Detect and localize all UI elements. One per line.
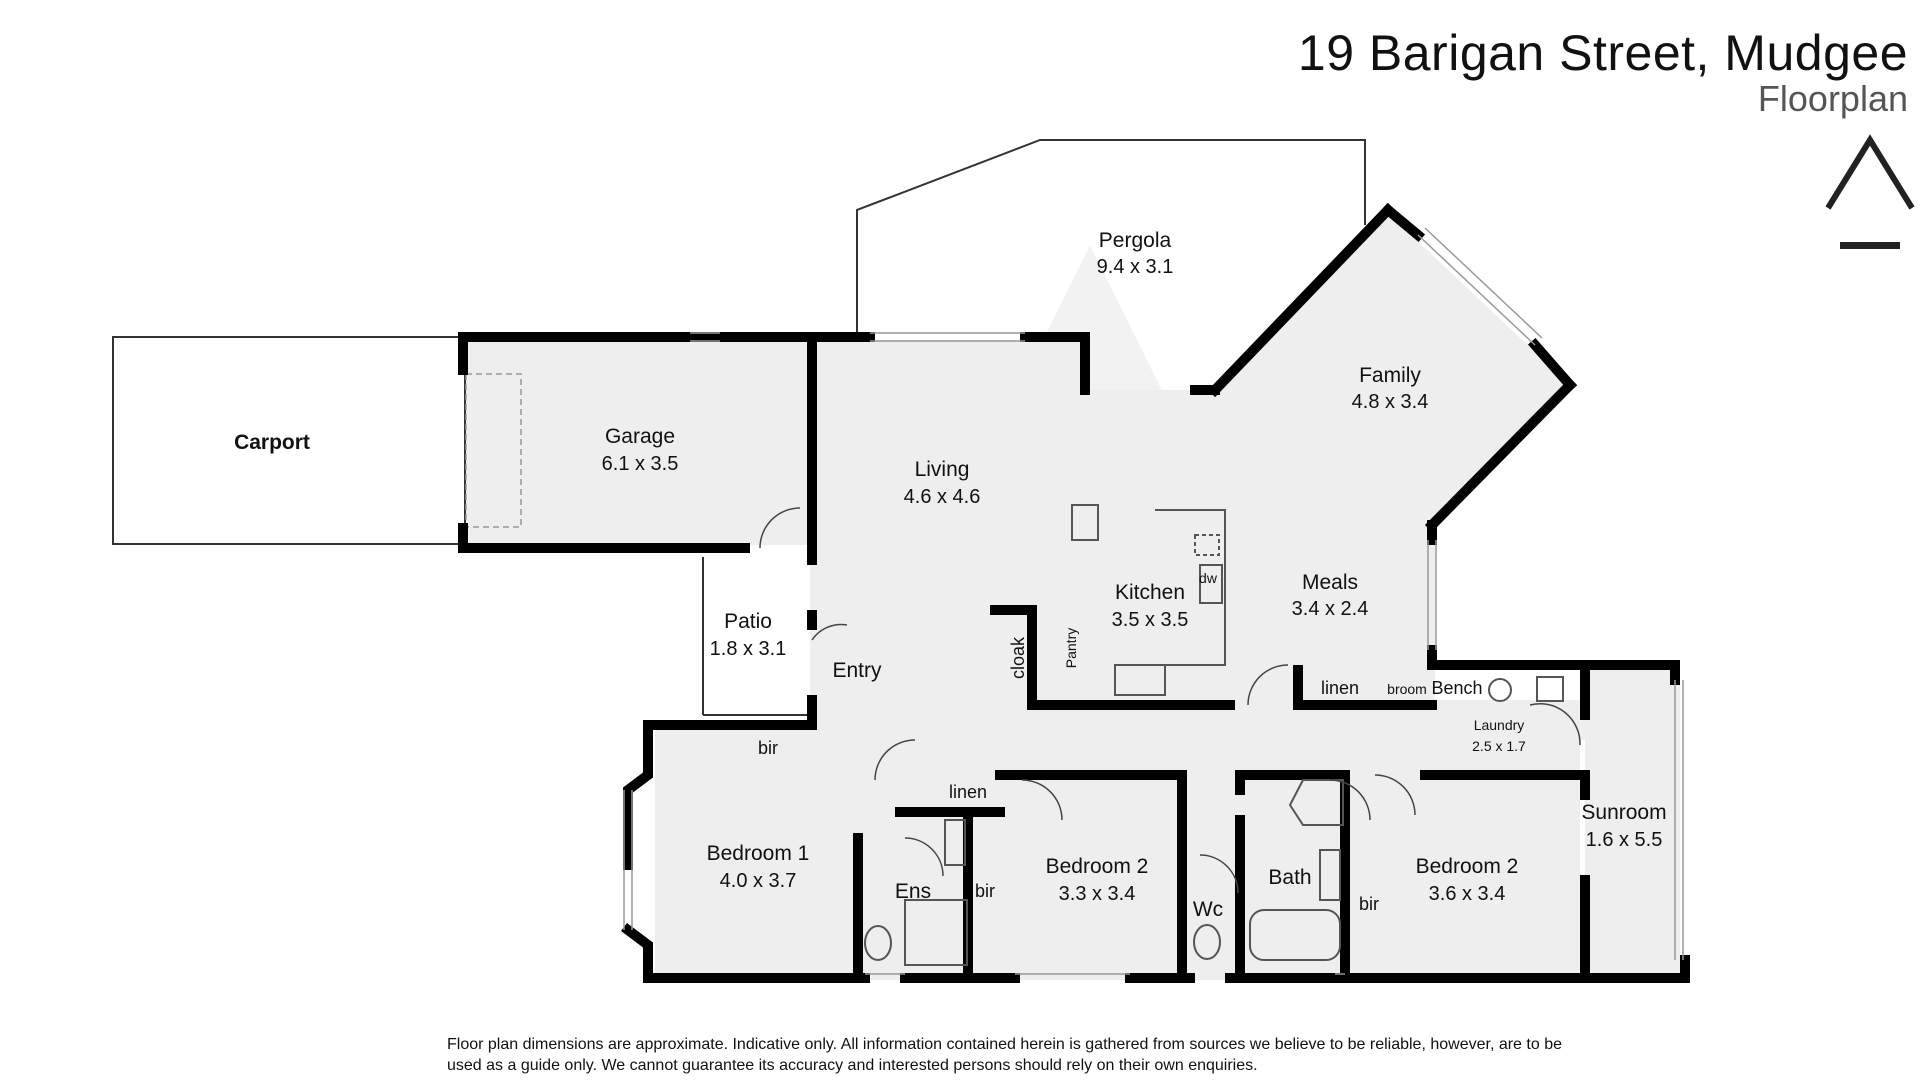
page-subtitle: Floorplan: [1757, 78, 1908, 119]
wc-label: Wc: [1193, 898, 1223, 921]
bedroom2a-dims: 3.3 x 3.4: [1059, 883, 1136, 905]
meals-label: Meals: [1302, 571, 1358, 594]
page-title: 19 Barigan Street, Mudgee: [1297, 25, 1908, 81]
pantry-label: Pantry: [1063, 628, 1079, 668]
bath-vanity-icon: [1319, 849, 1341, 901]
laundry-label: Laundry: [1474, 717, 1525, 733]
disclaimer-text: Floor plan dimensions are approximate. I…: [447, 1036, 1562, 1074]
bedroom2b-label: Bedroom 2: [1416, 855, 1519, 878]
thin-outlines: [112, 139, 1366, 716]
dw-label: dw: [1199, 570, 1218, 586]
cloak-label: cloak: [1008, 636, 1028, 679]
sink-icon: [1199, 564, 1223, 604]
stove-icon: [1071, 504, 1099, 541]
entry-label: Entry: [832, 659, 882, 682]
garage-label: Garage: [605, 425, 675, 448]
patio-dims: 1.8 x 3.1: [710, 638, 787, 660]
bir-bed2b-label: bir: [1359, 894, 1379, 914]
garage-dims: 6.1 x 3.5: [602, 453, 679, 475]
kitchen-label: Kitchen: [1115, 581, 1185, 604]
living-dims: 4.6 x 4.6: [904, 486, 981, 508]
laundry-sink-icon: [1536, 676, 1564, 702]
bathtub-icon: [1249, 909, 1341, 961]
carport-label: Carport: [234, 431, 310, 454]
agency-logo-icon: [1825, 134, 1915, 249]
floor-fills: [465, 215, 1680, 980]
family-dims: 4.8 x 3.4: [1352, 391, 1429, 413]
bedroom1-dims: 4.0 x 3.7: [720, 870, 797, 892]
living-label: Living: [915, 458, 970, 481]
toilet-icon: [864, 925, 892, 961]
sunroom-dims: 1.6 x 5.5: [1586, 829, 1663, 851]
bir-master-label: bir: [758, 738, 778, 758]
room-labels: Carport Garage 6.1 x 3.5 Pergola 9.4 x 3…: [234, 229, 1667, 921]
door-swings: [759, 507, 1581, 894]
pergola-label: Pergola: [1099, 229, 1172, 252]
header: 19 Barigan Street, Mudgee Floorplan: [1298, 26, 1908, 118]
bedroom2b-dims: 3.6 x 3.4: [1429, 883, 1506, 905]
laundry-tub-icon: [1488, 678, 1512, 702]
broom-label: broom: [1387, 681, 1427, 697]
patio-label: Patio: [724, 610, 772, 633]
vanity-icon: [944, 819, 966, 866]
bir-bed2a-label: bir: [975, 881, 995, 901]
laundry-dims: 2.5 x 1.7: [1472, 738, 1526, 754]
bedroom1-label: Bedroom 1: [707, 842, 810, 865]
shower-icon: [904, 899, 968, 966]
sunroom-label: Sunroom: [1581, 801, 1666, 824]
bedroom2a-label: Bedroom 2: [1046, 855, 1149, 878]
garage-door-outline: [465, 373, 522, 528]
kitchen-dims: 3.5 x 3.5: [1112, 609, 1189, 631]
wc-toilet-icon: [1193, 924, 1221, 960]
walls: [458, 202, 1690, 983]
ens-label: Ens: [895, 880, 931, 903]
bench-label: Bench: [1431, 678, 1482, 698]
family-label: Family: [1359, 364, 1421, 387]
linen-hall-label: linen: [1321, 678, 1359, 698]
bath-label: Bath: [1268, 866, 1311, 889]
meals-dims: 3.4 x 2.4: [1292, 598, 1369, 620]
fixtures: [864, 504, 1564, 966]
linen-ens-label: linen: [949, 782, 987, 802]
pergola-dims: 9.4 x 3.1: [1097, 256, 1174, 278]
windows: [623, 227, 1684, 975]
cooktop-icon: [1114, 664, 1166, 696]
